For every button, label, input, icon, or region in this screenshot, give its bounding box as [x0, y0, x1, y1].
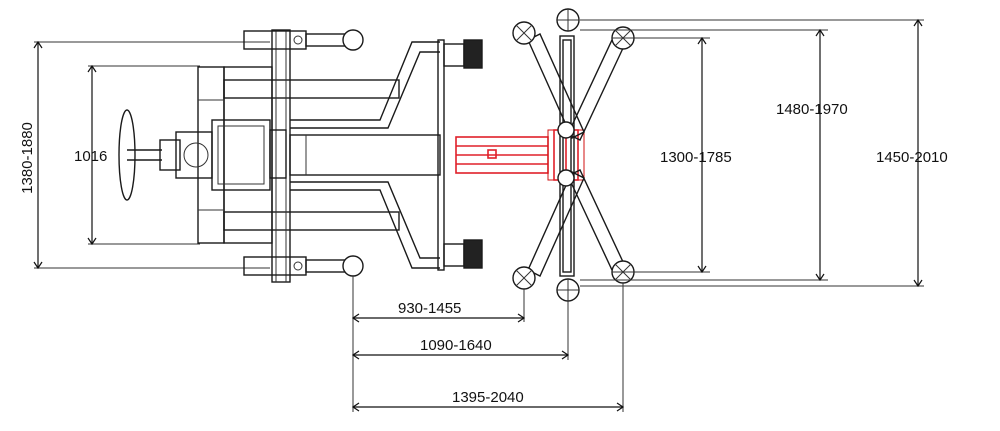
chassis-frame: [197, 29, 483, 283]
left-inner-dimension: [87, 64, 200, 246]
arm-inner-dimension-label: 1300-1785: [660, 149, 732, 166]
arm-middle-dimension-label: 1480-1970: [776, 101, 848, 118]
length-short-dimension: [351, 313, 526, 323]
x-arm-assembly: [512, 8, 635, 302]
length-long-dimension: [351, 402, 625, 412]
arm-outer-dimension-label: 1450-2010: [876, 149, 948, 166]
arm-outer-dimension: [580, 18, 924, 288]
length-dimension-lines: [352, 276, 624, 412]
left-inner-dimension-label: 1016: [74, 148, 107, 165]
arm-inner-dimension: [612, 36, 710, 274]
left-outer-dimension: [33, 40, 270, 270]
steering-handle: [118, 109, 213, 201]
length-long-label: 1395-2040: [452, 389, 524, 406]
arm-middle-dimension: [580, 28, 828, 282]
left-outer-dimension-label: 1380-1880: [19, 122, 36, 194]
length-mid-dimension: [351, 350, 570, 360]
length-mid-label: 1090-1640: [420, 337, 492, 354]
length-short-label: 930-1455: [398, 300, 461, 317]
